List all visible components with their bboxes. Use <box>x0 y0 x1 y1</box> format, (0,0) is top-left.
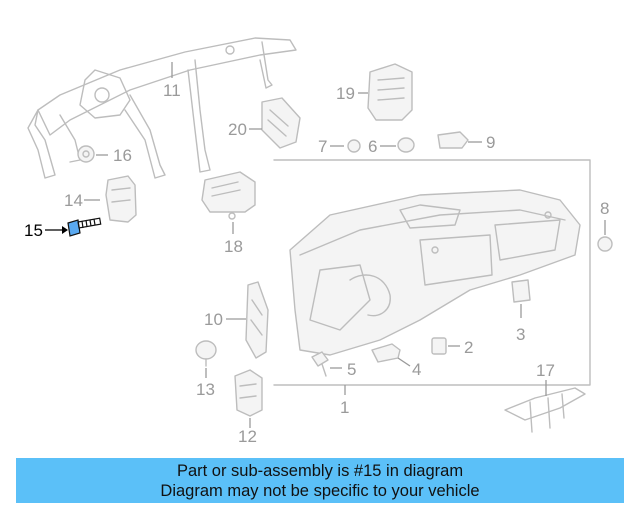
part-17-bracket[interactable] <box>504 387 586 433</box>
label-11: 11 <box>163 62 181 100</box>
banner-line-1: Part or sub-assembly is #15 in diagram <box>176 462 464 480</box>
svg-text:17: 17 <box>536 361 555 380</box>
part-15-bolt[interactable] <box>67 217 102 237</box>
part-2-clip[interactable] <box>431 337 447 355</box>
part-14-bracket[interactable] <box>105 175 137 223</box>
label-4: 4 <box>397 357 421 379</box>
parts-diagram: 11 16 14 15 18 <box>24 37 613 446</box>
label-12: 12 <box>238 418 257 446</box>
label-17: 17 <box>536 361 555 396</box>
svg-text:16: 16 <box>113 146 132 165</box>
label-3: 3 <box>516 304 525 344</box>
svg-text:20: 20 <box>228 120 247 139</box>
banner-line-2: Diagram may not be specific to your vehi… <box>160 482 480 500</box>
part-13-clip[interactable] <box>195 340 217 367</box>
part-3-bracket[interactable] <box>511 279 531 303</box>
svg-text:19: 19 <box>336 84 355 103</box>
svg-text:13: 13 <box>196 380 215 399</box>
svg-text:2: 2 <box>464 338 473 357</box>
part-20-vent[interactable] <box>261 97 301 149</box>
label-6: 6 <box>368 137 396 156</box>
part-6-plug[interactable] <box>397 137 415 153</box>
part-5-screw[interactable] <box>311 351 329 377</box>
label-7: 7 <box>318 137 344 156</box>
label-14: 14 <box>64 191 100 210</box>
part-16-clip[interactable] <box>77 145 95 163</box>
svg-text:8: 8 <box>600 199 609 218</box>
part-4-clip[interactable] <box>371 343 401 363</box>
info-banner: Part or sub-assembly is #15 in diagram D… <box>16 458 624 503</box>
svg-text:5: 5 <box>347 360 356 379</box>
part-8-clip[interactable] <box>597 236 613 252</box>
label-1: 1 <box>340 385 349 417</box>
svg-text:10: 10 <box>204 310 223 329</box>
label-19: 19 <box>336 84 368 103</box>
part-19-bracket[interactable] <box>367 63 413 121</box>
svg-text:15: 15 <box>24 221 43 240</box>
part-10-panel[interactable] <box>245 281 269 359</box>
svg-text:7: 7 <box>318 137 327 156</box>
label-18: 18 <box>224 222 243 256</box>
svg-text:11: 11 <box>163 81 181 100</box>
label-2: 2 <box>448 338 473 357</box>
part-9-clip[interactable] <box>437 131 469 149</box>
svg-text:3: 3 <box>516 325 525 344</box>
svg-text:12: 12 <box>238 427 257 446</box>
part-11-reinforcement[interactable] <box>27 37 297 179</box>
part-7-plug[interactable] <box>347 139 361 153</box>
svg-text:18: 18 <box>224 237 243 256</box>
svg-text:14: 14 <box>64 191 83 210</box>
svg-text:4: 4 <box>412 360 421 379</box>
label-10: 10 <box>204 310 246 329</box>
label-16: 16 <box>96 146 132 165</box>
label-5: 5 <box>330 360 356 379</box>
label-13: 13 <box>196 368 215 399</box>
part-18-module[interactable] <box>201 171 256 220</box>
svg-text:6: 6 <box>368 137 377 156</box>
label-8: 8 <box>600 199 609 235</box>
part-1-instrument-panel[interactable] <box>273 159 591 386</box>
label-20: 20 <box>228 120 262 139</box>
label-15: 15 <box>24 221 68 240</box>
label-9: 9 <box>468 133 495 152</box>
part-12-bracket[interactable] <box>234 369 263 417</box>
svg-text:9: 9 <box>486 133 495 152</box>
svg-text:1: 1 <box>340 398 349 417</box>
